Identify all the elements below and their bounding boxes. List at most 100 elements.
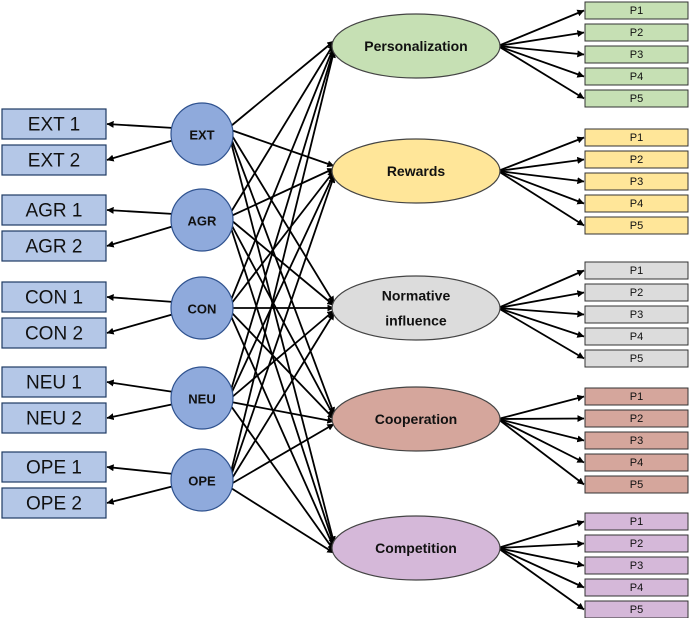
indicator-label: CON 2 bbox=[25, 324, 83, 345]
arrow-neu-to-normative-influence bbox=[230, 309, 335, 399]
trait-label: CON bbox=[188, 302, 217, 317]
item-normative-influence-4: P4 bbox=[584, 327, 689, 346]
arrow-rewards-to-item-3 bbox=[497, 170, 585, 185]
indicator-ope-2: OPE 2 bbox=[1, 487, 107, 519]
arrow-normative-influence-to-item-4 bbox=[497, 307, 585, 338]
outcome-node-competition: Competition bbox=[331, 515, 501, 581]
outcome-label: influence bbox=[385, 313, 447, 329]
item-label: P3 bbox=[630, 176, 643, 188]
arrow-neu-to-indicator-2 bbox=[106, 403, 175, 421]
item-box bbox=[584, 556, 689, 575]
trait-circle bbox=[170, 188, 234, 252]
item-label: P5 bbox=[630, 479, 643, 491]
arrow-ope-to-normative-influence bbox=[230, 312, 335, 481]
arrow-ope-to-competition bbox=[230, 487, 335, 554]
indicator-label: EXT 1 bbox=[28, 115, 80, 136]
trait-circle bbox=[170, 276, 234, 340]
item-box bbox=[584, 261, 689, 280]
outcome-label: Competition bbox=[375, 540, 457, 556]
item-label: P2 bbox=[630, 27, 643, 39]
indicator-label: OPE 1 bbox=[26, 458, 82, 479]
outcome-label: Rewards bbox=[387, 163, 446, 179]
indicator-con-1: CON 1 bbox=[1, 281, 107, 313]
item-label: P3 bbox=[630, 309, 643, 321]
indicator-ext-2: EXT 2 bbox=[1, 144, 107, 176]
arrow-personalization-to-item-5 bbox=[497, 45, 585, 100]
item-box bbox=[584, 578, 689, 597]
arrow-ext-to-indicator-1 bbox=[106, 120, 175, 129]
item-box bbox=[584, 475, 689, 494]
item-label: P5 bbox=[630, 353, 643, 365]
arrow-competition-to-item-4 bbox=[497, 547, 585, 589]
item-box bbox=[584, 283, 689, 302]
item-box bbox=[584, 431, 689, 450]
item-label: P2 bbox=[630, 287, 643, 299]
outcome-node-personalization: Personalization bbox=[331, 13, 501, 79]
item-box bbox=[584, 512, 689, 531]
item-label: P4 bbox=[630, 457, 643, 469]
item-personalization-3: P3 bbox=[584, 45, 689, 64]
trait-node-ext: EXT bbox=[170, 102, 234, 166]
indicator-label: EXT 2 bbox=[28, 151, 80, 172]
arrow-rewards-to-item-1 bbox=[497, 136, 585, 172]
item-label: P3 bbox=[630, 560, 643, 572]
indicator-con-2: CON 2 bbox=[1, 317, 107, 349]
item-label: P1 bbox=[630, 516, 643, 528]
arrow-ope-to-indicator-2 bbox=[106, 485, 175, 505]
arrow-rewards-to-item-2 bbox=[497, 156, 585, 172]
item-rewards-5: P5 bbox=[584, 216, 689, 235]
indicator-box bbox=[1, 487, 107, 519]
outcome-ellipse bbox=[331, 13, 501, 79]
item-rewards-3: P3 bbox=[584, 172, 689, 191]
outcome-label: Cooperation bbox=[375, 411, 457, 427]
item-personalization-1: P1 bbox=[584, 1, 689, 20]
item-normative-influence-2: P2 bbox=[584, 283, 689, 302]
item-cooperation-5: P5 bbox=[584, 475, 689, 494]
outcome-ellipse bbox=[331, 515, 501, 581]
arrow-normative-influence-to-item-5 bbox=[497, 307, 585, 360]
arrow-con-to-competition bbox=[230, 315, 335, 549]
indicator-box bbox=[1, 402, 107, 434]
item-box bbox=[584, 387, 689, 406]
arrow-cooperation-to-item-3 bbox=[497, 418, 585, 443]
indicator-label: AGR 1 bbox=[25, 201, 82, 222]
arrow-con-to-cooperation bbox=[230, 311, 335, 420]
outcome-node-normative-influence: Normative influence bbox=[331, 275, 501, 341]
path-arrows bbox=[106, 9, 585, 611]
indicator-box bbox=[1, 194, 107, 226]
outcome-ellipse bbox=[331, 275, 501, 341]
item-label: P5 bbox=[630, 93, 643, 105]
trait-circle bbox=[170, 102, 234, 166]
item-cooperation-4: P4 bbox=[584, 453, 689, 472]
indicator-label: AGR 2 bbox=[25, 237, 82, 258]
indicator-label: OPE 2 bbox=[26, 494, 82, 515]
arrow-rewards-to-item-5 bbox=[497, 170, 585, 227]
item-label: P2 bbox=[630, 538, 643, 550]
item-box bbox=[584, 305, 689, 324]
arrow-con-to-indicator-1 bbox=[106, 294, 175, 303]
item-label: P4 bbox=[630, 582, 643, 594]
trait-circle bbox=[170, 448, 234, 512]
item-competition-2: P2 bbox=[584, 534, 689, 553]
item-box bbox=[584, 45, 689, 64]
item-box bbox=[584, 1, 689, 20]
item-normative-influence-3: P3 bbox=[584, 305, 689, 324]
item-label: P4 bbox=[630, 331, 643, 343]
indicator-box bbox=[1, 144, 107, 176]
indicator-ope-1: OPE 1 bbox=[1, 451, 107, 483]
trait-label: AGR bbox=[188, 214, 218, 229]
item-personalization-4: P4 bbox=[584, 67, 689, 86]
arrow-con-to-personalization bbox=[230, 45, 335, 301]
arrow-agr-to-personalization bbox=[230, 43, 335, 213]
arrow-cooperation-to-item-4 bbox=[497, 418, 585, 464]
indicator-agr-2: AGR 2 bbox=[1, 230, 107, 262]
item-label: P1 bbox=[630, 391, 643, 403]
item-label: P5 bbox=[630, 220, 643, 232]
outcome-label: Normative bbox=[382, 288, 451, 304]
item-box bbox=[584, 216, 689, 235]
arrow-rewards-to-item-4 bbox=[497, 170, 585, 205]
arrow-cooperation-to-item-2 bbox=[497, 415, 585, 423]
arrow-personalization-to-item-4 bbox=[497, 45, 585, 78]
trait-node-con: CON bbox=[170, 276, 234, 340]
